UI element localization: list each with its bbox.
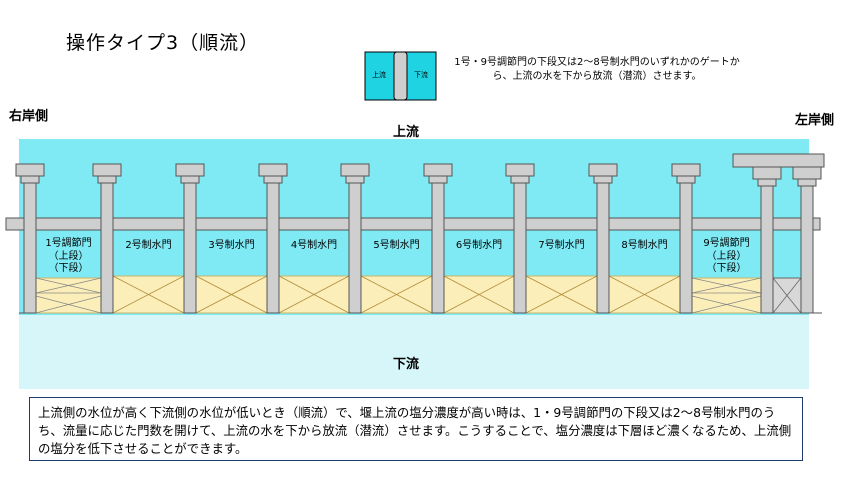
gate-name-label: 8号制水門 [621,238,667,251]
pier [752,166,782,314]
pier-cap-base [797,178,817,187]
description-box: 上流側の水位が高く下流側の水位が低いとき（順流）で、堰上流の塩分濃度が高い時は、… [29,397,803,461]
gate-bay: 7号制水門 [525,238,598,314]
upstream-label: 上流 [393,125,420,140]
gate-bay: 6号制水門 [443,238,515,314]
gate-bay: 4号制水門 [278,238,350,314]
gate-bay: 8号制水門 [608,238,681,314]
gate-bay: 1号調節門（上段）（下段） [35,236,102,314]
pier-column [348,181,362,314]
pier-cap [671,163,701,177]
pier-column [183,181,197,314]
pier-cap-base [345,175,365,184]
gate-bay: 3号制水門 [195,238,268,314]
gate-cross [35,295,102,314]
gate-cross [112,275,185,314]
pier-column [100,181,114,314]
pier-cap-base [97,175,117,184]
pier [423,163,453,314]
gate-panel [35,277,102,314]
left-bank-label: 左岸側 [795,113,835,128]
pier-cap-base [510,175,530,184]
legend-downstream-mark: 下流 [414,70,428,79]
pier-cap [588,163,618,177]
gate-lower-label: （下段） [49,261,89,274]
legend-icon: 上流 下流 [364,51,437,101]
gate-panel [691,277,762,314]
gate-cross [195,275,268,314]
gate-cross [278,275,350,314]
downstream-water [19,315,809,389]
legend-note-line2: ら、上流の水を下から放流（潜流）させます。 [492,71,702,82]
pier-cap [92,163,122,177]
pier-column [596,181,610,314]
pier-column [23,181,37,314]
pier [92,163,122,314]
bridge-beam [5,217,821,231]
pier-column [431,181,445,314]
pier [258,163,288,314]
gate-name-label: 5号制水門 [373,238,419,251]
pier [15,163,45,314]
gate-cross [443,275,515,314]
pier-cap [752,166,782,180]
pier-cap [792,166,822,180]
pier-cap-base [263,175,283,184]
gate-name-label: 3号制水門 [208,238,254,251]
legend-note-line1: 1号・9号調節門の下段又は2～8号制水門のいずれかのゲートか [454,57,740,68]
right-bank-label: 右岸側 [9,109,49,124]
pier-column [679,181,693,314]
gate-name-label: 2号制水門 [125,238,171,251]
pier-cap [15,163,45,177]
pier-cap-base [757,178,777,187]
pier-cap [423,163,453,177]
pier-column [760,181,774,314]
gate-bay: 2号制水門 [112,238,185,314]
page-title: 操作タイプ3（順流） [66,32,260,54]
gate-name-label: 9号調節門 [703,236,749,249]
pier-cap [175,163,205,177]
pier-cap [258,163,288,177]
pier [175,163,205,314]
gate-upper-label: （上段） [49,249,89,262]
pier-column [513,181,527,314]
pier [671,163,701,314]
legend-note: 1号・9号調節門の下段又は2～8号制水門のいずれかのゲートか ら、上流の水を下か… [438,56,756,84]
gate-cross [35,277,102,294]
gate-cross [525,275,598,314]
pier-cap-base [676,175,696,184]
fishway-cross [772,277,802,314]
gate-bay: 9号調節門（上段）（下段） [691,236,762,314]
pier-cap-base [180,175,200,184]
pier-cap-base [593,175,613,184]
pier-cap-base [428,175,448,184]
pier-cap-base [20,175,40,184]
legend-upstream-mark: 上流 [372,70,386,79]
pier-column [800,181,814,314]
pier-cap [505,163,535,177]
pier-cap [340,163,370,177]
gate-cross [691,295,762,314]
gate-cross [360,275,433,314]
gate-name-label: 1号調節門 [45,236,91,249]
gate-name-label: 4号制水門 [291,238,337,251]
pier [792,166,822,314]
gate-cross [608,275,681,314]
pier [588,163,618,314]
gate-name-label: 6号制水門 [456,238,502,251]
downstream-label: 下流 [393,357,420,372]
gate-lower-label: （下段） [707,261,747,274]
pier [340,163,370,314]
gate-name-label: 7号制水門 [538,238,584,251]
pier [505,163,535,314]
gate-upper-label: （上段） [707,249,747,262]
left-bank-deck [732,153,825,168]
gate-cross [691,277,762,294]
pier-column [266,181,280,314]
